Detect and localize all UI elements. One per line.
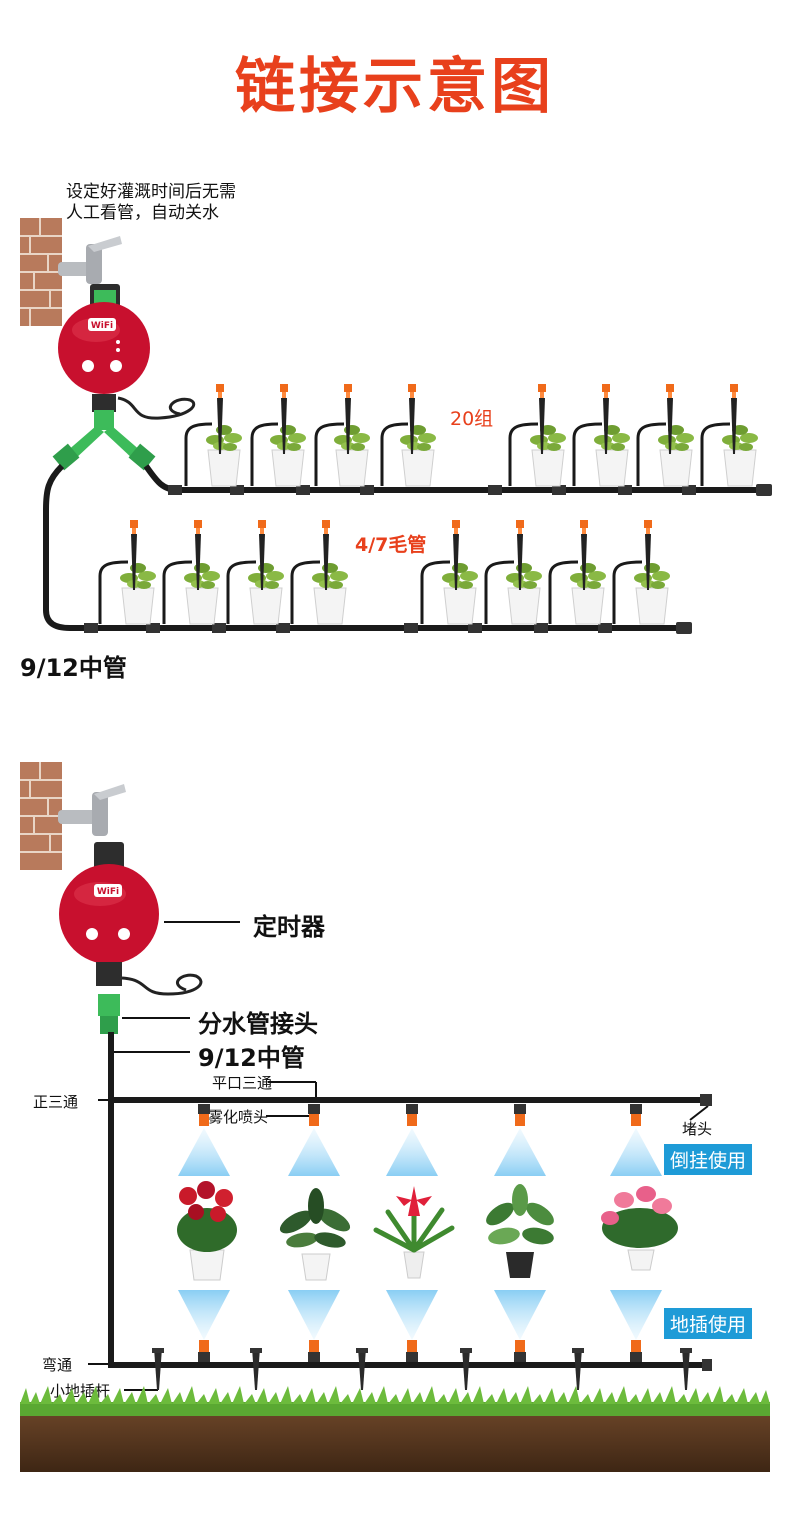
brick-wall-1 [20, 218, 62, 326]
row1-connectors [168, 484, 772, 496]
row2-connectors [84, 622, 692, 634]
row1-plants [205, 424, 759, 487]
hanging-nozzles [198, 1104, 642, 1126]
end-plug-label: 堵头 [682, 1120, 713, 1138]
main-pipe-2 [108, 1032, 114, 1366]
ground-stakes [152, 1348, 692, 1390]
power-cable-2 [121, 973, 203, 996]
ground-mist [178, 1290, 662, 1340]
note-line-1: 设定好灌溉时间后无需 [66, 182, 236, 202]
capillary-pipe-label: 4/7毛管 [355, 534, 427, 556]
faucet-icon-2 [58, 784, 126, 836]
ground-use-badge: 地插使用 [664, 1308, 753, 1339]
timer-label: 定时器 [253, 913, 325, 941]
ground-nozzles [198, 1340, 642, 1362]
hanging-mist [178, 1128, 662, 1176]
hanging-pipe [108, 1097, 708, 1103]
timer-device-1: WiFi [58, 284, 150, 412]
power-cable-1 [117, 396, 196, 420]
end-plug-icon-2 [702, 1359, 712, 1371]
row1-capillary-tubes [184, 422, 731, 486]
rose-plant [177, 1181, 237, 1281]
splitter-connector-icon [98, 994, 120, 1034]
tee-label: 正三通 [33, 1093, 79, 1111]
brick-wall-2 [20, 762, 62, 870]
ground-pipe [108, 1362, 710, 1368]
end-plug-icon [700, 1094, 712, 1106]
main-pipe-label-1: 9/12中管 [20, 654, 127, 682]
bromeliad-plant [373, 1186, 455, 1279]
mist-nozzle-label: 雾化喷头 [208, 1108, 269, 1126]
y-splitter-icon [52, 410, 156, 471]
group-count-label: 20组 [450, 408, 494, 430]
grass-soil [20, 1386, 770, 1472]
wifi-logo-2: WiFi [97, 887, 119, 897]
faucet-icon-1 [58, 236, 122, 284]
row2-capillary-tubes [98, 560, 643, 624]
calathea-plant [279, 1188, 351, 1281]
note-line-2: 人工看管，自动关水 [66, 203, 219, 223]
auto-shutoff-note: 设定好灌溉时间后无需 人工看管，自动关水 [66, 182, 236, 224]
main-pipe-label-2: 9/12中管 [198, 1044, 305, 1072]
row2-plants [119, 562, 671, 625]
anthurium-plant [601, 1186, 678, 1271]
page-title: 链接示意图 [235, 52, 555, 122]
aglaonema-plant [486, 1184, 554, 1278]
splitter-label: 分水管接头 [198, 1010, 318, 1038]
wifi-logo: WiFi [91, 321, 113, 331]
elbow-label: 弯通 [42, 1356, 73, 1374]
flat-tee-label: 平口三通 [212, 1074, 273, 1092]
hanging-use-badge: 倒挂使用 [664, 1144, 753, 1175]
timer-device-2: WiFi [59, 842, 159, 986]
